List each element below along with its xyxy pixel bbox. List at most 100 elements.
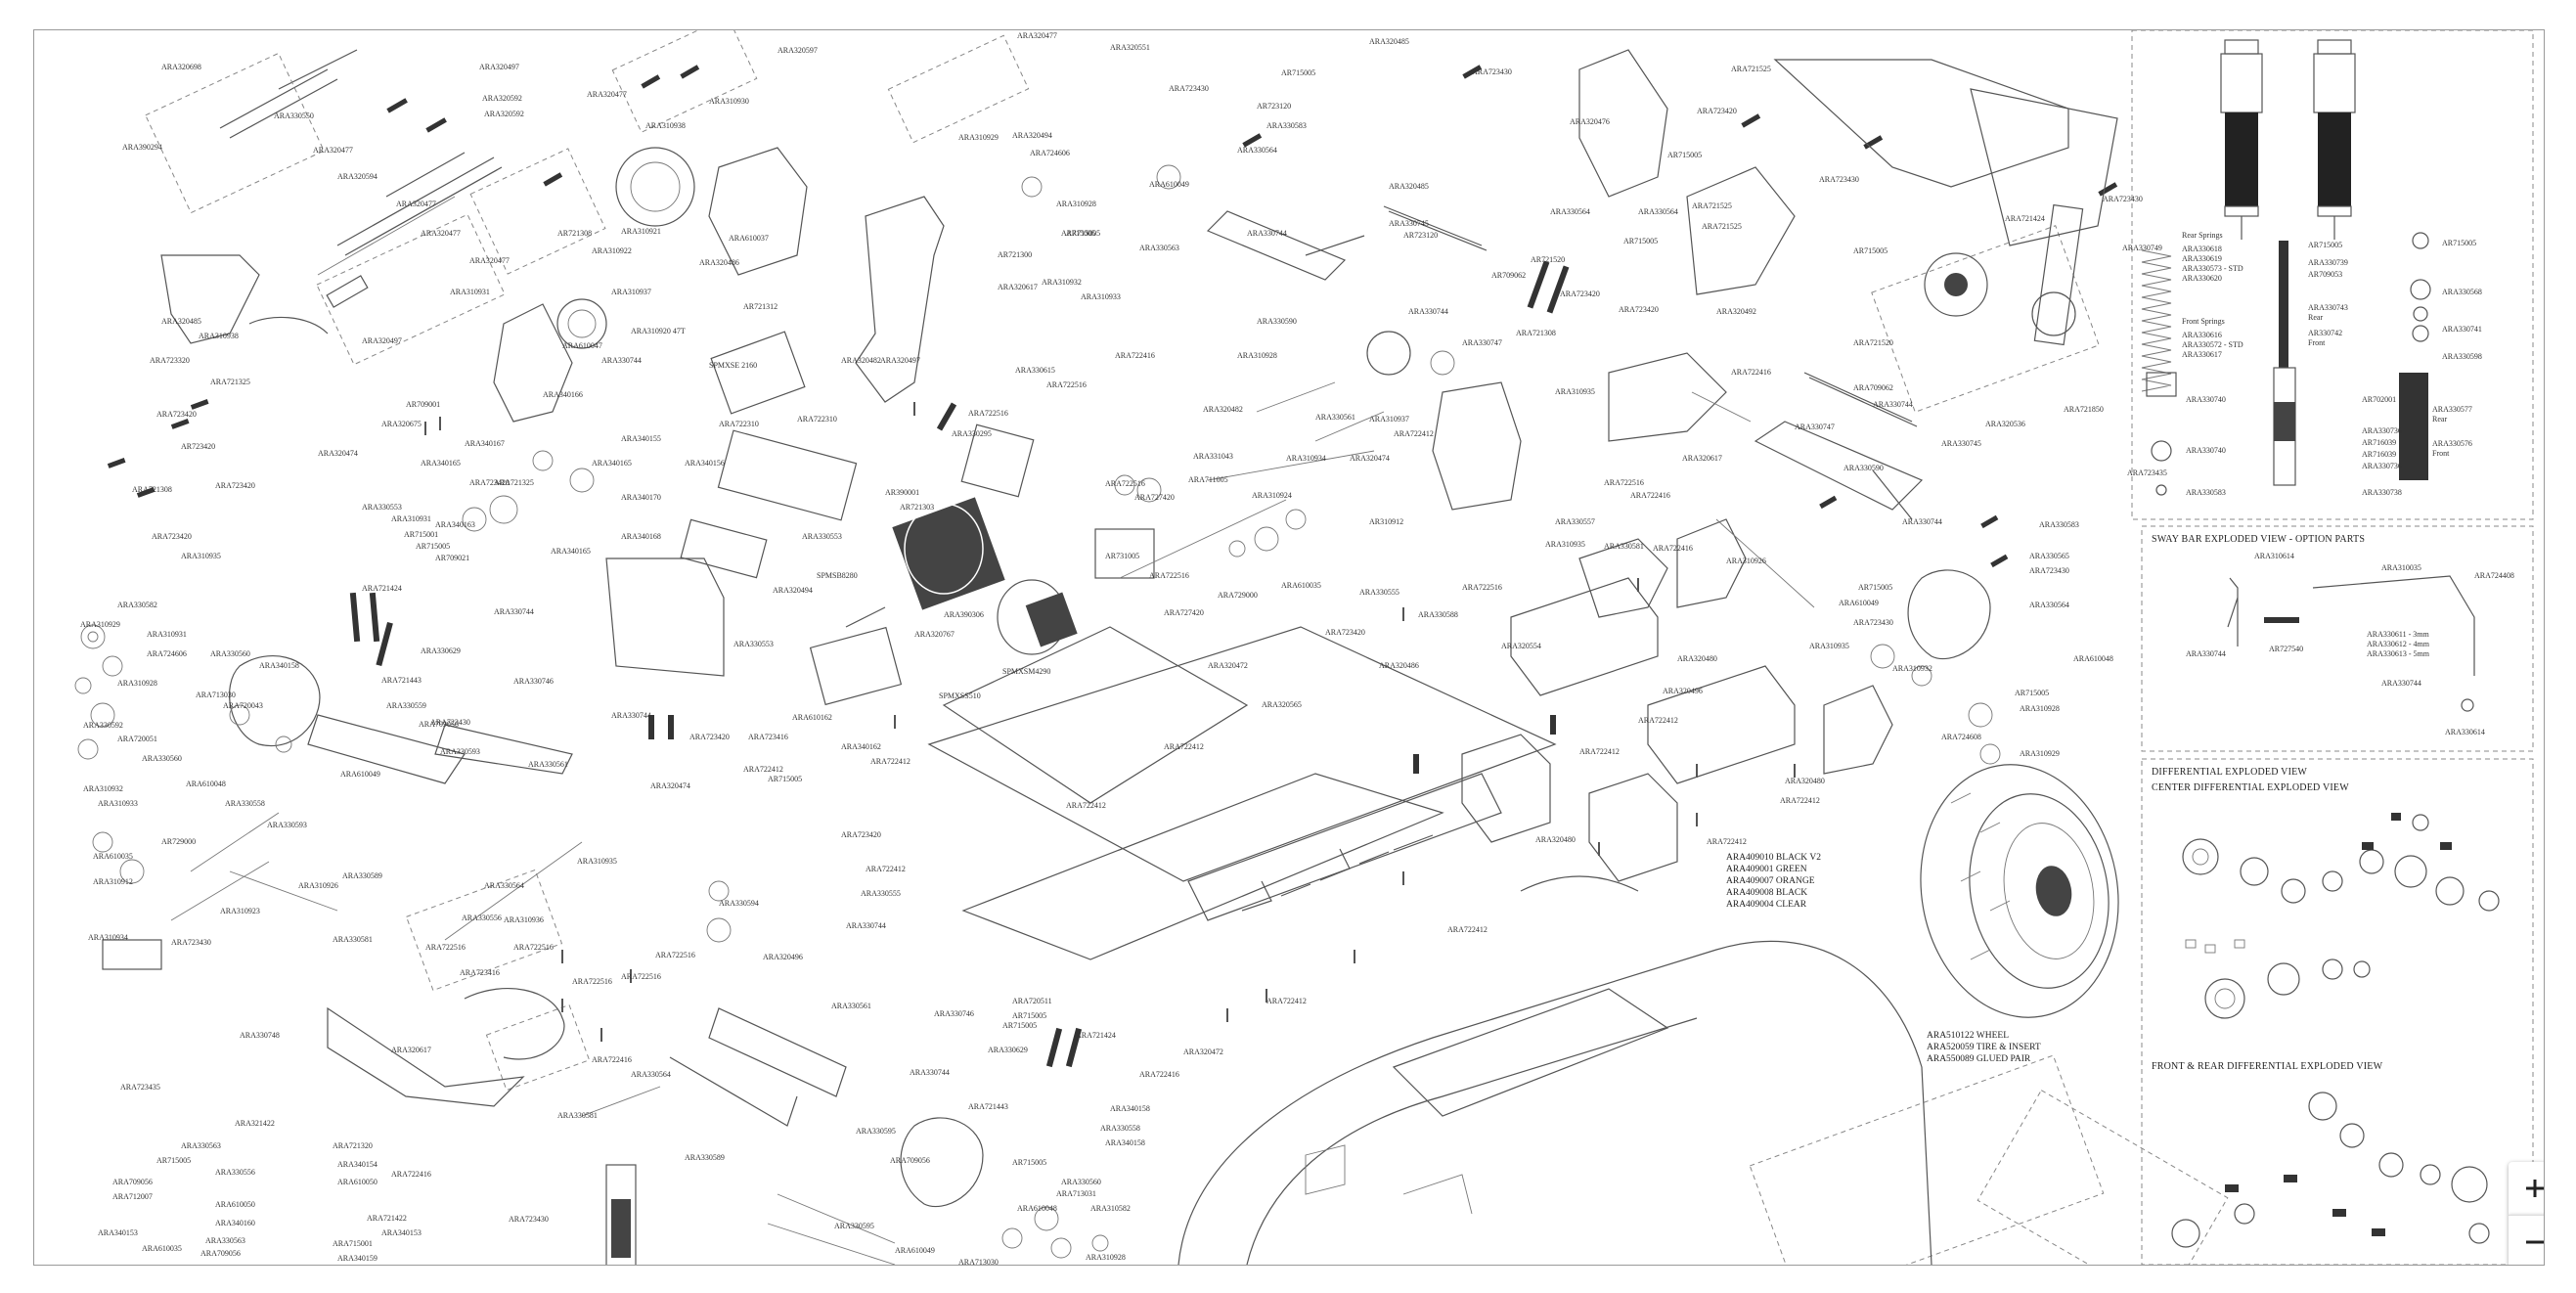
part-number-label: ARA330553 bbox=[733, 640, 774, 648]
part-number-label: ARA722516 bbox=[513, 943, 554, 952]
part-number-label: ARA310933 bbox=[1081, 292, 1121, 301]
center-diff-exploded-icon bbox=[2182, 813, 2500, 1019]
part-number-label: ARA721525 bbox=[1731, 65, 1771, 73]
part-number-label: ARA330564 bbox=[1550, 207, 1590, 216]
part-number-label: ARA320617 bbox=[391, 1046, 431, 1054]
part-number-label: ARA390294 bbox=[122, 143, 162, 152]
part-number-label: ARA320474 bbox=[650, 781, 690, 790]
part-number-label: ARA330558 bbox=[1100, 1124, 1140, 1133]
front-shock-illustration bbox=[2313, 39, 2356, 240]
part-number-label: ARA712007 bbox=[112, 1192, 153, 1201]
zoom-out-button[interactable] bbox=[2509, 1215, 2544, 1265]
part-number-label: ARA610050 bbox=[215, 1200, 255, 1209]
part-number-label: ARA310921 bbox=[621, 227, 661, 236]
part-number-label: ARA330744 bbox=[1873, 400, 1913, 409]
part-label: ARA330739 bbox=[2308, 258, 2348, 267]
rear-label: Rear bbox=[2432, 415, 2447, 424]
part-number-label: ARA310582 bbox=[1090, 1204, 1131, 1213]
part-number-label: ARA722412 bbox=[743, 765, 783, 774]
part-label: ARA330740 bbox=[2186, 446, 2226, 455]
part-number-label: ARA340160 bbox=[215, 1219, 255, 1227]
part-number-label: ARA310928 bbox=[2020, 704, 2060, 713]
part-number-label: ARA723420 bbox=[152, 532, 192, 541]
rear-spring-part: ARA330619 bbox=[2182, 254, 2222, 263]
part-number-label: ARA310912 bbox=[93, 877, 133, 886]
part-number-label: ARA340170 bbox=[621, 493, 661, 502]
part-number-label: ARA610048 bbox=[1017, 1204, 1057, 1213]
part-number-label: ARA321422 bbox=[235, 1119, 275, 1128]
part-number-label: ARA709062 bbox=[1853, 383, 1893, 392]
part-number-label: ARA320477 bbox=[396, 200, 436, 208]
part-number-label: ARA330744 bbox=[601, 356, 642, 365]
part-number-label: ARA723416 bbox=[748, 733, 788, 741]
part-number-label: ARA330744 bbox=[494, 607, 534, 616]
part-number-label: ARA713030 bbox=[958, 1258, 999, 1265]
part-number-label: AR715005 bbox=[1002, 1021, 1037, 1030]
part-number-label: ARA330746 bbox=[513, 677, 554, 686]
part-number-label: ARA610048 bbox=[2073, 654, 2113, 663]
diagram-viewer[interactable]: Rear Springs ARA330618 ARA330619 ARA3305… bbox=[33, 29, 2545, 1266]
zoom-in-button[interactable] bbox=[2509, 1162, 2544, 1215]
part-label: ARA330577 bbox=[2432, 405, 2472, 414]
shock-rod-icon bbox=[2279, 241, 2288, 368]
part-number-label: ARA721443 bbox=[381, 676, 422, 685]
part-number-label: AR721520 bbox=[1531, 255, 1565, 264]
part-number-label: ARA330559 bbox=[386, 701, 426, 710]
part-number-label: ARA320675 bbox=[381, 420, 422, 428]
part-number-label: ARA310936 bbox=[504, 915, 544, 924]
part-number-label: ARA330560 bbox=[210, 649, 250, 658]
part-number-label: AR709021 bbox=[435, 554, 469, 562]
part-number-label: ARA721325 bbox=[210, 378, 250, 386]
part-number-label: ARA340163 bbox=[435, 520, 475, 529]
part-number-label: ARA340166 bbox=[543, 390, 583, 399]
part-number-label: ARA330583 bbox=[1266, 121, 1307, 130]
part-number-label: ARA330590 bbox=[1257, 317, 1297, 326]
part-number-label: ARA320480 bbox=[1785, 777, 1825, 785]
part-number-label: ARA330564 bbox=[1237, 146, 1277, 155]
front-rear-diff-title: FRONT & REAR DIFFERENTIAL EXPLODED VIEW bbox=[2152, 1061, 2383, 1072]
part-number-label: ARA722516 bbox=[1105, 479, 1145, 488]
part-number-label: ARA330553 bbox=[362, 503, 402, 512]
part-number-label: ARA310923 bbox=[220, 907, 260, 915]
part-number-label: ARA721850 bbox=[2064, 405, 2104, 414]
part-number-label: ARA320592 bbox=[484, 110, 524, 118]
part-number-label: ARA722416 bbox=[1139, 1070, 1179, 1079]
part-number-label: ARA310931 bbox=[450, 288, 490, 296]
part-number-label: ARA330556 bbox=[215, 1168, 255, 1177]
part-number-label: ARA723416 bbox=[460, 968, 500, 977]
part-label: ARA310614 bbox=[2254, 552, 2294, 560]
part-number-label: ARA330582 bbox=[117, 601, 157, 609]
part-number-label: ARA721320 bbox=[333, 1141, 373, 1150]
part-number-label: SPMXSS510 bbox=[939, 691, 981, 700]
part-number-label: AR715005 bbox=[1858, 583, 1892, 592]
part-number-label: ARA727420 bbox=[1134, 493, 1175, 502]
part-label: ARA330743 bbox=[2308, 303, 2348, 312]
rear-label: Rear bbox=[2308, 313, 2323, 322]
part-number-label: ARA723420 bbox=[1697, 107, 1737, 115]
part-number-label: ARA722412 bbox=[1579, 747, 1620, 756]
part-label: ARA310035 bbox=[2381, 563, 2421, 572]
body-color-item: ARA409004 CLEAR bbox=[1726, 900, 1807, 910]
part-number-label: ARA310934 bbox=[1286, 454, 1326, 463]
part-number-label: ARA310929 bbox=[80, 620, 120, 629]
part-number-label: ARA330629 bbox=[421, 646, 461, 655]
part-number-label: ARA320617 bbox=[1682, 454, 1722, 463]
part-label: AR727540 bbox=[2269, 645, 2303, 653]
part-number-label: AR731005 bbox=[1105, 552, 1139, 560]
part-number-label: ARA340165 bbox=[551, 547, 591, 556]
part-number-label: ARA320474 bbox=[1350, 454, 1390, 463]
part-number-label: ARA331043 bbox=[1193, 452, 1233, 461]
part-label: ARA724408 bbox=[2474, 571, 2514, 580]
part-number-label: ARA722412 bbox=[866, 865, 906, 873]
part-number-label: ARA723430 bbox=[1169, 84, 1209, 93]
front-springs-title: Front Springs bbox=[2182, 317, 2225, 326]
body-color-item: ARA409007 ORANGE bbox=[1726, 876, 1815, 886]
part-number-label: ARA310929 bbox=[2020, 749, 2060, 758]
part-number-label: ARA310920 47T bbox=[631, 327, 686, 335]
part-number-label: ARA320565 bbox=[1262, 700, 1302, 709]
part-number-label: ARA330748 bbox=[240, 1031, 280, 1040]
center-diff-title: CENTER DIFFERENTIAL EXPLODED VIEW bbox=[2152, 782, 2349, 793]
part-number-label: ARA330550 bbox=[274, 111, 314, 120]
front-springs-parts: ARA330616 ARA330572 - STD ARA330617 bbox=[2182, 331, 2243, 359]
part-number-label: ARA330555 bbox=[861, 889, 901, 898]
